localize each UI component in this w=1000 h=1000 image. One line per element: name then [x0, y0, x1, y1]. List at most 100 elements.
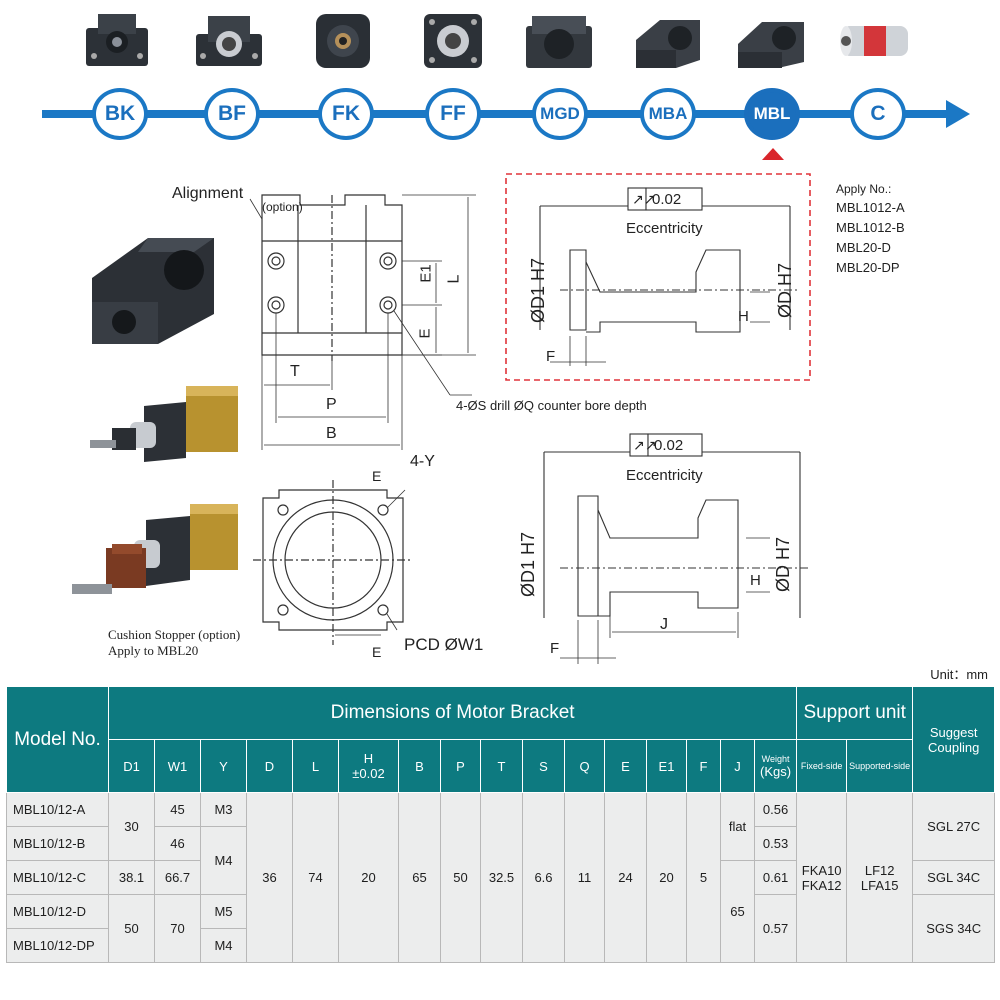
d1h7-label: ØD1 H7 — [528, 257, 549, 324]
cell-weight: 0.57 — [753, 894, 798, 963]
cell-h: 20 — [338, 792, 399, 963]
nav-c[interactable]: C — [850, 88, 906, 140]
nav-ff[interactable]: FF — [425, 88, 481, 140]
apply-item: MBL20-D — [836, 240, 891, 255]
table-row: MBL10/12-DP M4 — [6, 928, 995, 963]
cell-j: 65 — [720, 860, 755, 963]
dim-l: L — [445, 274, 463, 284]
technical-drawings: Alignment (option) E1 L E T P B 4-ØS dri… — [0, 160, 1000, 680]
col-w1: W1 — [154, 739, 201, 793]
cell-d1: 38.1 — [108, 860, 155, 895]
model-cell: MBL10/12-D — [6, 894, 109, 929]
cell-e1: 20 — [646, 792, 687, 963]
col-f: F — [686, 739, 721, 793]
col-dimensions: Dimensions of Motor Bracket — [107, 686, 798, 740]
unit-label: Unit：mm — [930, 667, 988, 682]
model-cell: MBL10/12-C — [6, 860, 109, 895]
cell-weight: 0.56 — [753, 792, 798, 827]
cell-coupling: SGL 27C — [912, 792, 996, 861]
dim-e-bottom: E — [372, 644, 382, 660]
nav-mgd[interactable]: MGD — [532, 88, 588, 140]
apply-item: MBL20-DP — [836, 260, 900, 275]
cell-coupling: SGL 34C — [912, 860, 996, 895]
front-view-drawing — [249, 194, 476, 450]
col-q: Q — [564, 739, 605, 793]
dh7-label: ØD H7 — [775, 262, 796, 319]
col-s: S — [522, 739, 565, 793]
cell-y: M3 — [200, 792, 247, 827]
cell-l: 74 — [292, 792, 339, 963]
dim-f: F — [546, 348, 556, 365]
dim-4y: 4-Y — [410, 453, 435, 470]
col-supported-side: Supported-side — [846, 739, 914, 793]
cell-w1: 70 — [154, 894, 201, 963]
section-view-drawing — [543, 433, 810, 664]
active-indicator — [762, 148, 784, 160]
mgd-product-image — [526, 16, 592, 68]
apply-title: Apply No.: — [836, 182, 892, 196]
eccentricity-label: Eccentricity — [626, 220, 703, 237]
dim-h-2: H — [750, 572, 761, 589]
cell-e: 24 — [604, 792, 647, 963]
tolerance-icon: ↗↗ — [632, 191, 656, 207]
dim-j: J — [660, 616, 668, 633]
fk-product-image — [316, 14, 370, 68]
cell-y: M4 — [200, 826, 247, 895]
plan-view-drawing — [253, 480, 413, 645]
cell-coupling: SGS 34C — [912, 894, 996, 963]
nav-mba[interactable]: MBA — [640, 88, 696, 140]
product-timeline: BK BF FK FF MGD MBA MBL C — [0, 0, 1000, 160]
cell-d: 36 — [246, 792, 293, 963]
d1h7-label-2: ØD1 H7 — [518, 531, 539, 598]
drill-note: 4-ØS drill ØQ counter bore depth — [456, 398, 647, 413]
col-d1: D1 — [108, 739, 155, 793]
nav-bf[interactable]: BF — [204, 88, 260, 140]
cell-f: 5 — [686, 792, 721, 963]
col-weight: Weight(Kgs) — [753, 739, 798, 793]
cushion-stopper-photo — [72, 504, 238, 594]
timeline-arrow — [42, 100, 970, 128]
model-cell: MBL10/12-B — [6, 826, 109, 861]
nav-bk[interactable]: BK — [92, 88, 148, 140]
col-e1: E1 — [646, 739, 687, 793]
nav-mbl[interactable]: MBL — [744, 88, 800, 140]
cell-d1: 30 — [108, 792, 155, 861]
cell-d1: 50 — [108, 894, 155, 963]
dim-p: P — [326, 396, 337, 413]
model-cell: MBL10/12-DP — [6, 928, 109, 963]
tolerance2-value: 0.02 — [654, 437, 684, 454]
cell-q: 11 — [564, 792, 605, 963]
col-d: D — [246, 739, 293, 793]
alignment-label: Alignment — [172, 185, 244, 202]
model-cell: MBL10/12-A — [6, 792, 109, 827]
col-j: J — [720, 739, 755, 793]
dim-e-top: E — [372, 468, 382, 484]
detail-box — [505, 173, 811, 381]
dim-e: E — [416, 328, 434, 339]
alignment-option-label: (option) — [262, 200, 303, 214]
dimension-table: Model No. Dimensions of Motor Bracket Su… — [6, 686, 996, 963]
col-p: P — [440, 739, 481, 793]
col-h: H±0.02 — [338, 739, 399, 793]
nav-fk[interactable]: FK — [318, 88, 374, 140]
col-model: Model No. — [6, 686, 109, 793]
dim-b: B — [326, 425, 337, 442]
bf-product-image — [196, 16, 262, 66]
table-row: MBL10/12-C 38.1 66.7 65 0.61 SGL 34C — [6, 860, 996, 963]
cell-w1: 45 — [154, 792, 201, 827]
cushion-line-1: Cushion Stopper (option) — [108, 627, 241, 642]
col-t: T — [480, 739, 523, 793]
dim-e1: E1 — [417, 264, 435, 283]
tolerance-value: 0.02 — [652, 191, 682, 208]
col-fixed-side: Fixed-side — [796, 739, 848, 793]
cushion-line-2: Apply to MBL20 — [108, 643, 199, 658]
dh7-label-2: ØD H7 — [773, 536, 794, 593]
dim-t: T — [290, 363, 300, 380]
tolerance2-icon: ↗↗ — [633, 437, 657, 453]
col-l: L — [292, 739, 339, 793]
ff-product-image — [424, 14, 482, 68]
cell-p: 50 — [440, 792, 481, 963]
assembly-photo — [90, 386, 238, 462]
